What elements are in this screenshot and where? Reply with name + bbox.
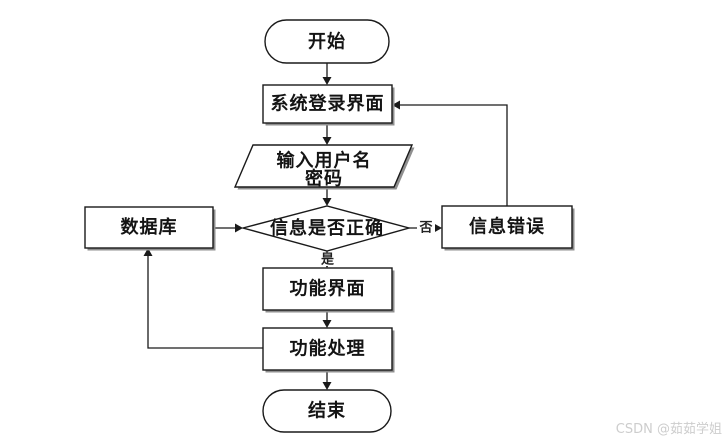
node-input-label-line2: 密码 — [305, 168, 343, 190]
node-function-ui: 功能界面 — [262, 267, 395, 313]
arrowhead-icon — [434, 223, 442, 233]
node-function-process-label: 功能处理 — [290, 338, 366, 360]
edge-functionprocess-database — [147, 255, 263, 349]
arrowhead-icon — [235, 223, 243, 233]
process-shape — [262, 327, 393, 371]
watermark-text: CSDN @茹茹学姐 — [616, 421, 722, 437]
arrowhead-icon — [322, 382, 332, 390]
process-shape — [84, 206, 214, 249]
node-decision: 信息是否正确 — [240, 205, 412, 252]
node-end-label: 结束 — [308, 400, 346, 422]
node-start: 开始 — [264, 19, 390, 64]
terminator-shape — [262, 389, 392, 433]
label-mask — [319, 253, 335, 266]
process-shape — [441, 205, 573, 249]
node-error: 信息错误 — [441, 205, 575, 251]
arrowhead-icon — [322, 198, 332, 206]
arrowhead-icon — [322, 320, 332, 328]
node-database-label: 数据库 — [121, 216, 178, 238]
edge-label-no: 否 — [418, 221, 432, 236]
process-shape — [262, 267, 393, 311]
edge-labels: 否 是 — [319, 220, 435, 268]
node-function-process: 功能处理 — [262, 327, 395, 373]
arrowhead-icon — [392, 100, 400, 110]
edge-label-yes: 是 — [320, 253, 335, 268]
io-shape — [233, 144, 414, 188]
process-shape — [262, 84, 393, 124]
node-database: 数据库 — [84, 206, 216, 251]
node-decision-label: 信息是否正确 — [270, 217, 384, 239]
arrowhead-icon — [322, 77, 332, 85]
node-login-label: 系统登录界面 — [271, 93, 385, 115]
arrowhead-icon — [143, 248, 153, 256]
node-function-ui-label: 功能界面 — [290, 278, 366, 300]
arrowhead-icon — [322, 137, 332, 145]
node-error-label: 信息错误 — [469, 216, 545, 238]
node-login: 系统登录界面 — [262, 84, 395, 126]
edges — [143, 63, 508, 390]
node-end: 结束 — [262, 389, 392, 433]
edge-error-login — [400, 104, 508, 206]
label-mask — [417, 220, 435, 236]
node-input-label-line1: 输入用户名 — [277, 150, 372, 172]
node-start-label: 开始 — [308, 31, 346, 53]
decision-shape — [240, 205, 412, 252]
terminator-shape — [264, 19, 390, 64]
node-input: 输入用户名 密码 — [233, 144, 415, 190]
